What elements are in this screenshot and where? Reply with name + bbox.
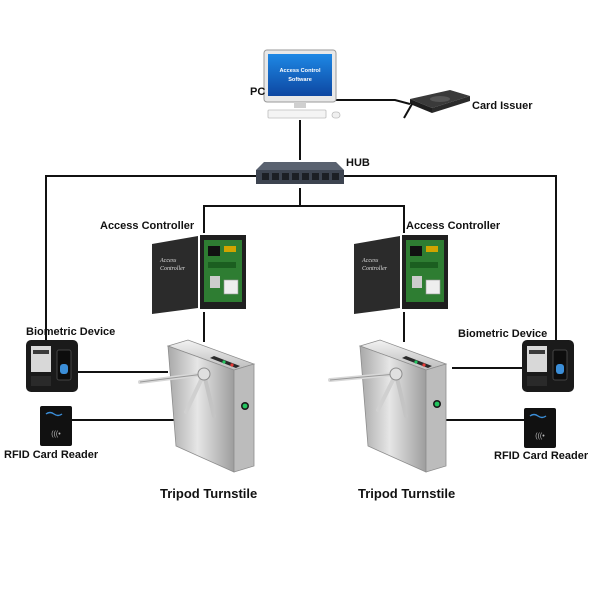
wire-pc-card-issuer bbox=[330, 99, 411, 105]
biometric-right-label: Biometric Device bbox=[458, 328, 547, 340]
wire-hub-left-bus bbox=[45, 175, 258, 340]
panel-text-left-2: Controller bbox=[160, 266, 186, 272]
keyboard bbox=[267, 109, 327, 119]
wire-hub-controllers bbox=[203, 188, 301, 233]
biometric-device-left bbox=[26, 340, 78, 392]
turnstile-right-label: Tripod Turnstile bbox=[358, 486, 455, 501]
access-controller-right: Access Controller bbox=[354, 235, 448, 314]
panel-text-left-1: Access bbox=[159, 258, 177, 264]
screen-text-line1: Access Control bbox=[279, 68, 320, 74]
card-issuer-label: Card Issuer bbox=[472, 100, 533, 112]
rfid-right-symbol-icon: (((• bbox=[535, 433, 545, 440]
rfid-left-label: RFID Card Reader bbox=[4, 449, 99, 461]
pc-computer: Access Control Software bbox=[263, 49, 341, 119]
hub-label: HUB bbox=[346, 157, 370, 169]
access-controller-left-label: Access Controller bbox=[100, 220, 195, 232]
tripod-turnstile-left bbox=[138, 339, 256, 473]
wire-hub-right-bus bbox=[342, 175, 557, 340]
access-controller-right-label: Access Controller bbox=[406, 220, 501, 232]
panel-text-right-2: Controller bbox=[362, 266, 388, 272]
rfid-right-label: RFID Card Reader bbox=[494, 450, 589, 462]
mouse bbox=[331, 111, 341, 119]
card-issuer-device bbox=[403, 90, 470, 119]
hub-ports bbox=[262, 173, 339, 180]
access-controller-left: Access Controller bbox=[152, 235, 246, 314]
screen-text-line2: Software bbox=[288, 77, 312, 83]
connection-wires bbox=[45, 99, 557, 421]
rfid-reader-left: (((• bbox=[40, 406, 72, 446]
monitor-stand bbox=[294, 102, 306, 108]
turnstile-left-label: Tripod Turnstile bbox=[160, 486, 257, 501]
tripod-turnstile-right bbox=[328, 339, 448, 473]
panel-text-right-1: Access bbox=[361, 258, 379, 264]
hub-switch bbox=[256, 162, 344, 184]
wire-hub-controller-right bbox=[300, 205, 405, 233]
pc-label: PC bbox=[250, 86, 265, 98]
biometric-left-label: Biometric Device bbox=[26, 326, 115, 338]
biometric-device-right bbox=[522, 340, 574, 392]
monitor-screen bbox=[268, 54, 332, 96]
rfid-left-symbol-icon: (((• bbox=[51, 431, 61, 438]
rfid-reader-right: (((• bbox=[524, 408, 556, 448]
